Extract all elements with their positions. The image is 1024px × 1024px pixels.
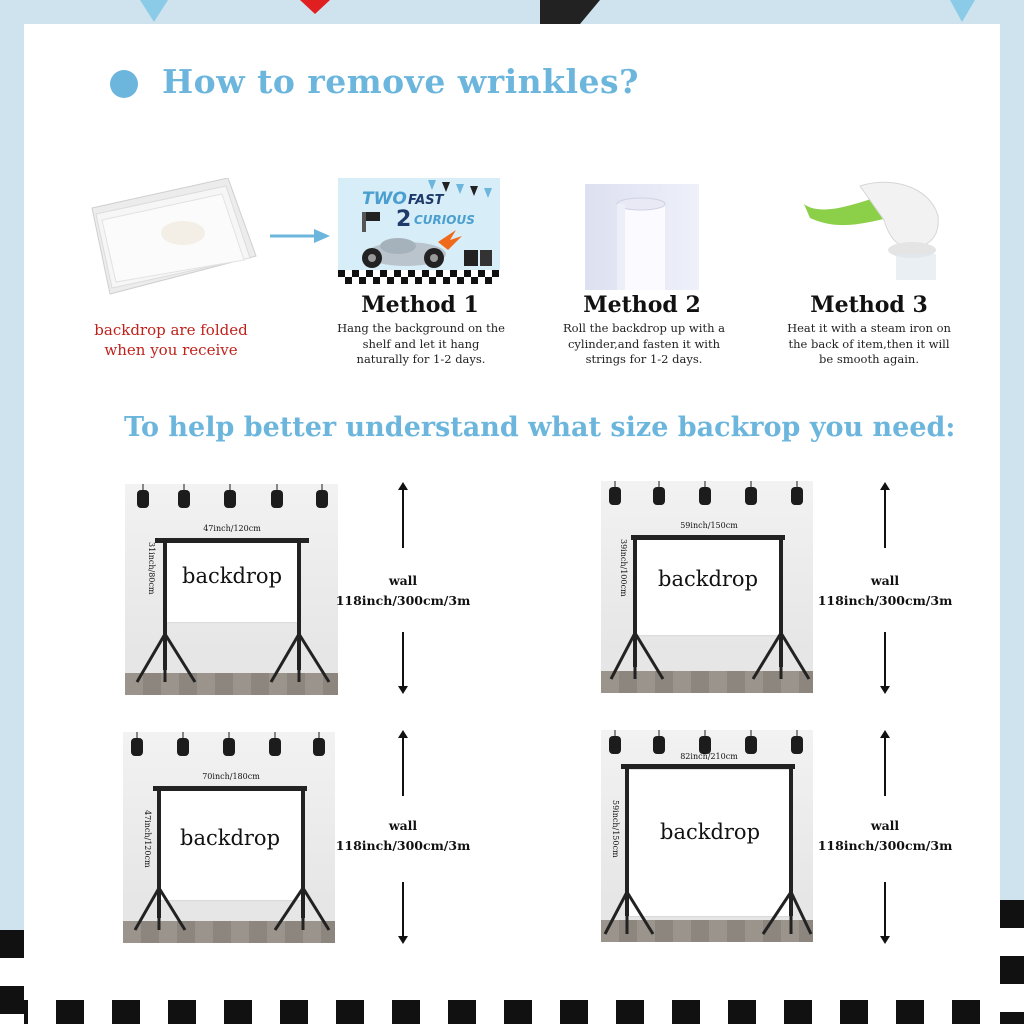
pendant-lamps [609, 481, 803, 505]
pendant-lamps [131, 732, 325, 756]
wall-label: wall [388, 573, 418, 588]
tripod-legs [609, 632, 811, 680]
heading-remove-wrinkles: How to remove wrinkles? [162, 62, 639, 101]
size-scene-2: 59inch/150cm 39inch/100cm backdrop [601, 481, 813, 693]
size-scene-4: 82inch/210cm 59inch/150cm backdrop [601, 730, 813, 942]
height-dimension: 59inch/150cm [611, 800, 620, 858]
tripod-legs [603, 891, 813, 935]
method-2-title: Method 2 [583, 292, 701, 318]
rolled-cylinder-image [585, 184, 699, 290]
folded-backdrop-image [88, 177, 258, 296]
double-arrow-icon [880, 482, 890, 694]
backdrop-cloth [637, 539, 781, 635]
arrow-right-icon [270, 228, 330, 243]
method-2-description: Roll the backdrop up with a cylinder,and… [563, 321, 725, 366]
width-dimension: 59inch/150cm [680, 521, 738, 530]
height-dimension: 39inch/100cm [619, 539, 628, 597]
backdrop-label: backdrop [658, 567, 759, 591]
banner-text-two: TWO [362, 189, 407, 209]
width-dimension: 82inch/210cm [680, 752, 738, 761]
crossbar [631, 535, 785, 540]
wall-label: wall [870, 818, 900, 833]
stand-pole-right [779, 535, 783, 667]
width-dimension: 70inch/180cm [202, 772, 260, 781]
bullet-dot [110, 70, 138, 98]
wall-size: 118inch/300cm/3m [335, 593, 471, 608]
size-scene-1: 47inch/120cm 31inch/80cm backdrop [125, 484, 338, 695]
banner-text-curious: CURIOUS [414, 213, 475, 227]
wall-label: wall [388, 818, 418, 833]
stand-pole-left [157, 786, 161, 918]
product-banner-image: TWO FAST 2 CURIOUS [338, 178, 500, 284]
double-arrow-icon [880, 730, 890, 944]
backdrop-cloth [159, 790, 303, 900]
background-pennant-decoration [0, 0, 1024, 24]
backdrop-label: backdrop [180, 826, 281, 850]
double-arrow-icon [398, 482, 408, 694]
size-scene-3: 70inch/180cm 47inch/120cm backdrop [123, 732, 335, 943]
heading-size-guide: To help better understand what size back… [124, 412, 956, 443]
checkered-flag-border-bottom [0, 1000, 1024, 1024]
tripod-legs [135, 633, 331, 683]
double-arrow-icon [398, 730, 408, 944]
floor [601, 671, 813, 693]
crossbar [153, 786, 307, 791]
crossbar [621, 764, 795, 769]
banner-text-fast: FAST [408, 193, 445, 208]
folded-caption: backdrop are folded when you receive [94, 321, 248, 359]
wall-size: 118inch/300cm/3m [817, 838, 953, 853]
wall-size: 118inch/300cm/3m [817, 593, 953, 608]
floor [601, 920, 813, 942]
floor [123, 921, 335, 943]
stand-pole-left [163, 538, 167, 670]
stand-pole-right [789, 764, 793, 916]
wall-size: 118inch/300cm/3m [335, 838, 471, 853]
checkered-flag-border-right [1000, 900, 1024, 1024]
backdrop-cloth [167, 542, 297, 622]
pendant-lamps [137, 484, 328, 508]
wall-height-indicator-2: wall 118inch/300cm/3m [810, 482, 960, 694]
steam-iron-image [800, 176, 940, 282]
pendant-lamps [609, 730, 803, 754]
wall-height-indicator-1: wall 118inch/300cm/3m [328, 482, 478, 694]
method-3-title: Method 3 [810, 292, 928, 318]
wall-label: wall [870, 573, 900, 588]
method-1-description: Hang the background on the shelf and let… [337, 321, 505, 366]
floor [125, 673, 338, 695]
method-1-title: Method 1 [361, 292, 479, 318]
stand-pole-left [633, 535, 637, 667]
backdrop-cloth [627, 770, 791, 916]
stand-pole-right [301, 786, 305, 918]
stand-pole-right [297, 538, 301, 670]
tripod-legs [133, 887, 331, 931]
checkered-flag-border-left [0, 930, 24, 1024]
wall-height-indicator-4: wall 118inch/300cm/3m [810, 730, 960, 944]
crossbar [155, 538, 309, 543]
height-dimension: 47inch/120cm [143, 810, 152, 868]
backdrop-label: backdrop [182, 564, 283, 588]
stand-pole-left [625, 764, 629, 916]
banner-text-2: 2 [396, 207, 411, 232]
method-3-description: Heat it with a steam iron on the back of… [787, 321, 951, 366]
wall-height-indicator-3: wall 118inch/300cm/3m [328, 730, 478, 944]
height-dimension: 31inch/80cm [147, 542, 156, 595]
backdrop-label: backdrop [660, 820, 761, 844]
width-dimension: 47inch/120cm [203, 524, 261, 533]
